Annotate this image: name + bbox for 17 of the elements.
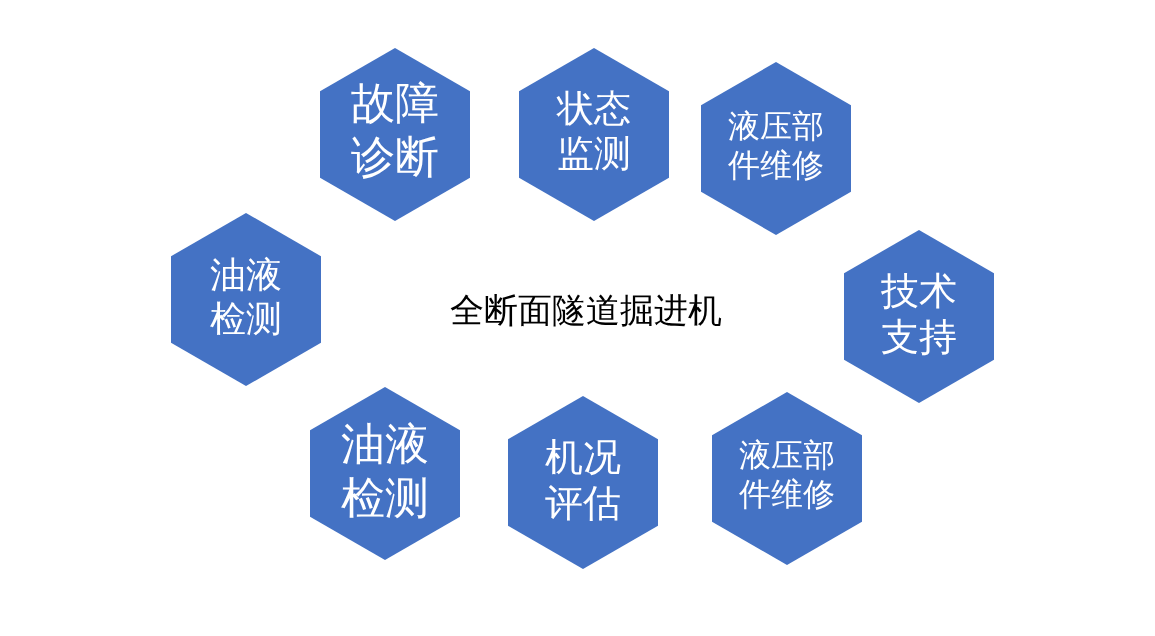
hexagon-node	[320, 47, 470, 221]
hexagon-node	[844, 229, 994, 403]
center-title-text: 全断面隧道掘进机	[450, 289, 722, 332]
hexagon-node	[171, 212, 321, 386]
node-label: 故障诊断	[350, 76, 440, 184]
hexagon-node	[712, 391, 862, 565]
node-label: 油液检测	[340, 417, 430, 525]
hexagon-node	[701, 61, 851, 235]
hexagon-node	[508, 395, 658, 569]
node-label: 机况评估	[544, 433, 622, 527]
hexagon-node	[310, 386, 460, 560]
node-label: 状态监测	[556, 85, 632, 177]
node-label: 油液检测	[209, 253, 283, 341]
node-label: 液压部件维修	[727, 106, 825, 186]
node-label: 液压部件维修	[738, 435, 836, 515]
hexagon-node	[519, 47, 669, 221]
node-label: 技术支持	[880, 267, 958, 361]
